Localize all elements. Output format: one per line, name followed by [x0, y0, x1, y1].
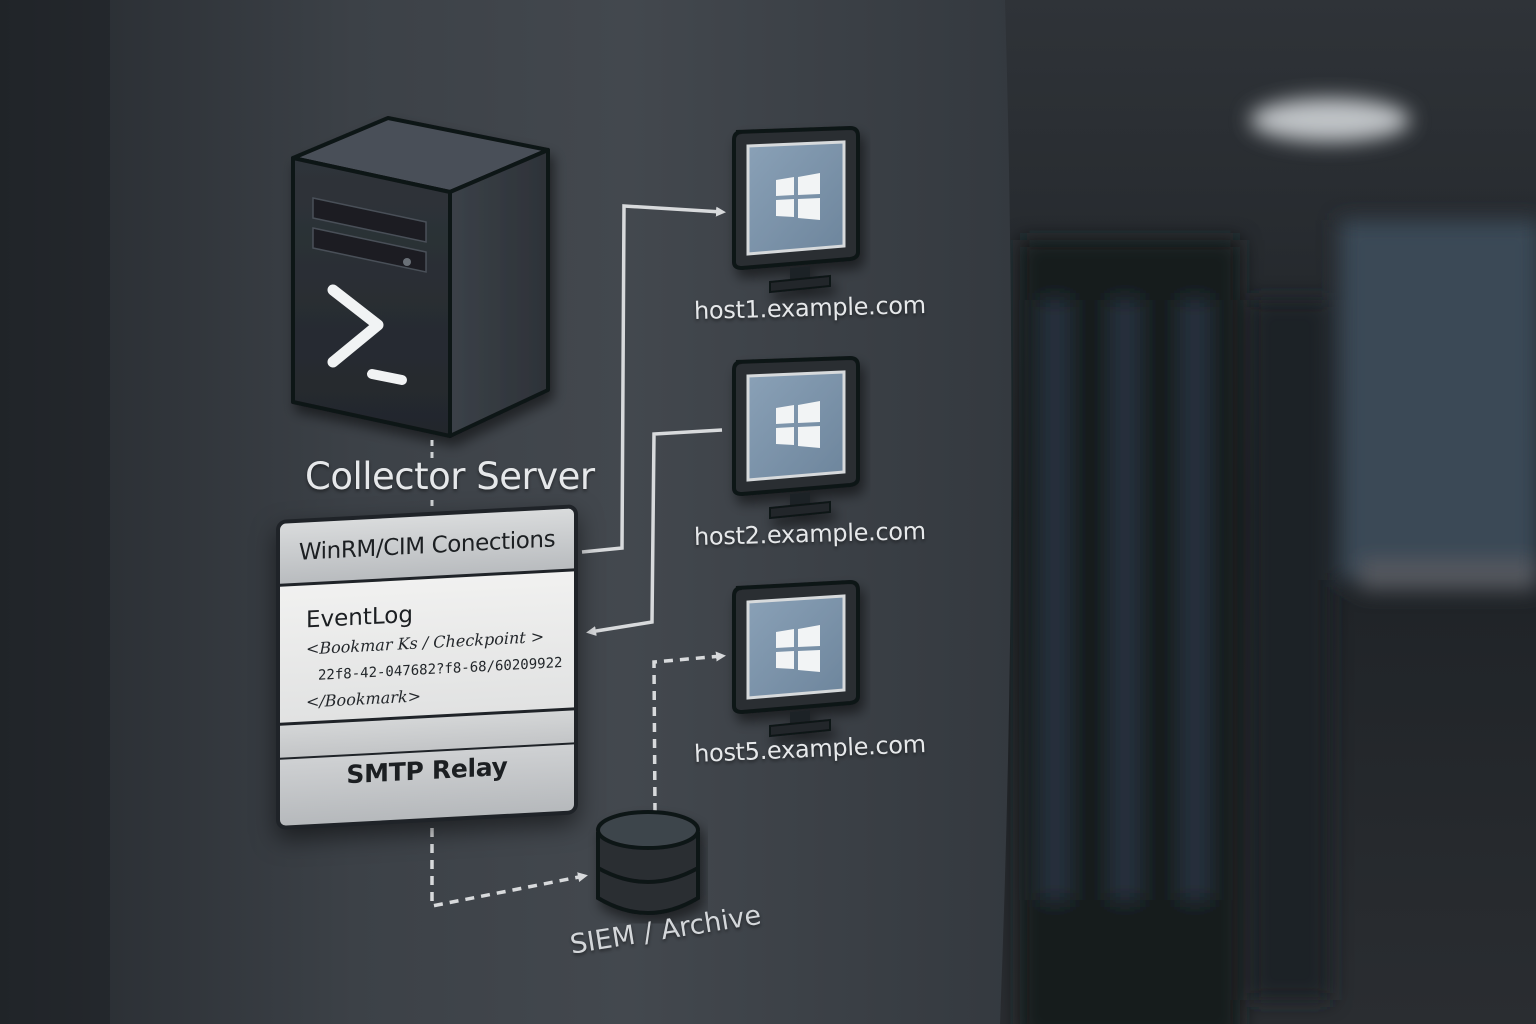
windows-logo-icon [776, 625, 820, 672]
collector-server-icon [291, 116, 550, 438]
smtp-relay-label: SMTP Relay [346, 751, 508, 789]
line-to-host1 [581, 204, 726, 554]
host2-monitor-icon [732, 355, 860, 520]
host1-monitor-icon [732, 125, 860, 294]
winrm-connections-section: WinRM/CIM Conections [280, 508, 574, 584]
dashed-line-storage-to-host5 [652, 651, 726, 813]
dashed-line-panel-to-storage [430, 812, 588, 909]
database-icon [596, 810, 700, 915]
line-from-host2 [586, 428, 723, 636]
eventlog-bookmark-section: EventLog <Bookmar Ks / Checkpoint > 22f8… [280, 571, 574, 723]
smtp-relay-section: SMTP Relay [280, 744, 574, 826]
winrm-connections-label: WinRM/CIM Conections [298, 526, 556, 566]
windows-logo-icon [776, 173, 820, 220]
collector-module-panel: WinRM/CIM Conections EventLog <Bookmar K… [276, 504, 578, 830]
bookmark-close-tag: </Bookmark> [306, 686, 421, 712]
host5-monitor-icon [732, 579, 860, 738]
connection-lines [430, 204, 726, 909]
powershell-prompt-icon [327, 284, 407, 385]
collector-server-label: Collector Server [305, 455, 595, 498]
windows-logo-icon [776, 401, 820, 448]
blurred-room-background [1020, 98, 1536, 1024]
